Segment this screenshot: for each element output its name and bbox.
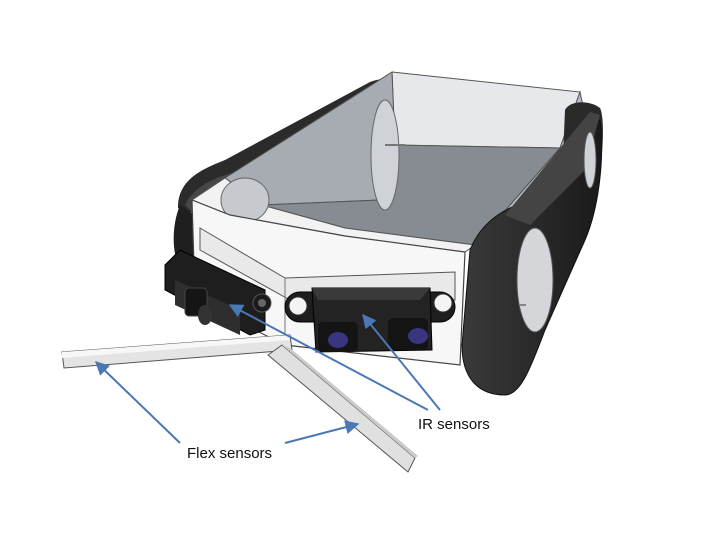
- ir-sensors-label: IR sensors: [418, 416, 490, 433]
- flex-sensors-arrows: [94, 361, 360, 444]
- ir-sensors-arrows: [228, 304, 441, 411]
- right-tread: [461, 102, 603, 396]
- flex-sensor-right: [267, 344, 418, 473]
- flex-sensors-label: Flex sensors: [187, 445, 273, 462]
